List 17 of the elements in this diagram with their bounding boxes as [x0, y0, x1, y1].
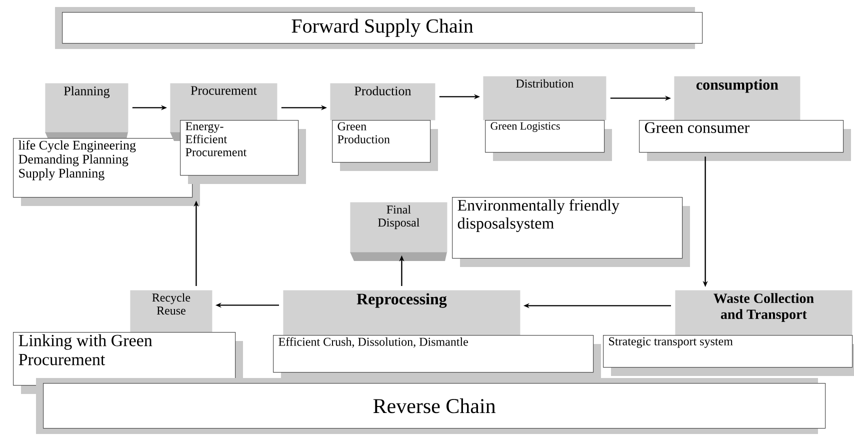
description-box: Green Production	[332, 120, 438, 171]
stage-box: Recycle Reuse	[130, 290, 212, 336]
stage-box: Planning	[45, 83, 128, 141]
description-box: Green Logistics	[485, 120, 612, 161]
stage-box: consumption	[674, 76, 800, 120]
banner-box: Forward Supply Chain	[55, 7, 703, 49]
description-box: Efficient Crush, Dissolution, Dismantle	[273, 335, 601, 381]
banner-box: Reverse Chain	[36, 378, 826, 434]
description-box: Green consumer	[639, 120, 851, 161]
stage-box: Waste Collection and Transport	[675, 290, 852, 336]
node-label: Green	[338, 122, 366, 130]
description-box: Environmentally friendly disposalsystem	[452, 196, 690, 267]
description-box: Strategic transport system	[603, 335, 854, 376]
stage-box: Production	[330, 83, 436, 120]
stage-box: Distribution	[483, 76, 606, 120]
stage-box: Final Disposal	[350, 202, 448, 261]
description-box: Energy- Efficient Procurement	[180, 120, 306, 184]
